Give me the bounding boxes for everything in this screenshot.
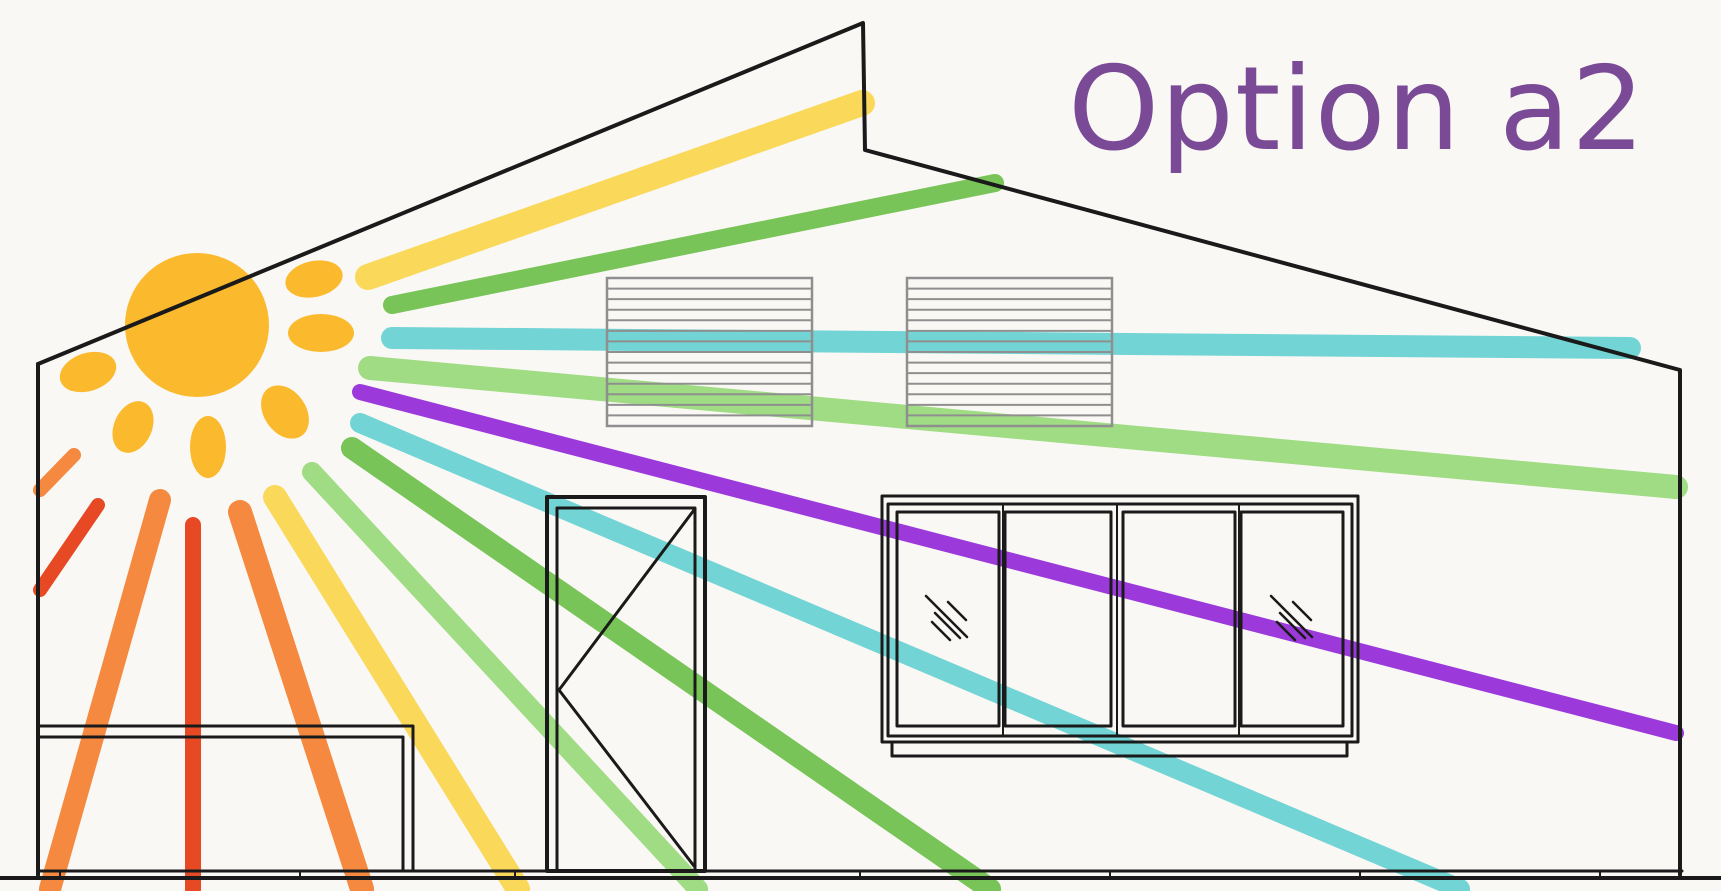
sun-rays xyxy=(33,90,1688,891)
ray-cyan-lower xyxy=(350,413,1470,891)
ray-light-green-lower xyxy=(302,462,708,891)
sun-icon xyxy=(59,253,354,478)
ray-orange-left xyxy=(39,489,171,891)
option-title: Option a2 xyxy=(1068,42,1646,177)
door-swing-indicator xyxy=(557,508,696,868)
window-mullions xyxy=(1002,503,1240,737)
louver-vents xyxy=(605,276,1114,428)
front-door xyxy=(545,495,707,873)
garden-wall xyxy=(36,724,415,873)
louver-vent-left xyxy=(605,276,814,428)
ray-green-lower xyxy=(341,437,1001,891)
ray-red-left xyxy=(33,498,105,597)
ray-cyan-upper xyxy=(381,327,1641,359)
ground-ticks xyxy=(59,870,1601,879)
window-sill xyxy=(890,740,1349,758)
ray-purple xyxy=(352,384,1684,741)
house-outline xyxy=(0,21,1721,880)
glass-reflection-icon xyxy=(924,594,1314,642)
louver-vent-right xyxy=(905,276,1114,428)
ray-light-green-upper xyxy=(358,356,1688,499)
ray-yellow-lower xyxy=(263,485,530,891)
ray-orange-right xyxy=(228,500,374,891)
sliding-window xyxy=(880,494,1360,758)
roof-and-walls xyxy=(36,21,1682,877)
ray-orange-edge xyxy=(33,448,81,497)
ray-green-top xyxy=(383,174,1004,314)
ray-yellow-top xyxy=(355,90,875,290)
